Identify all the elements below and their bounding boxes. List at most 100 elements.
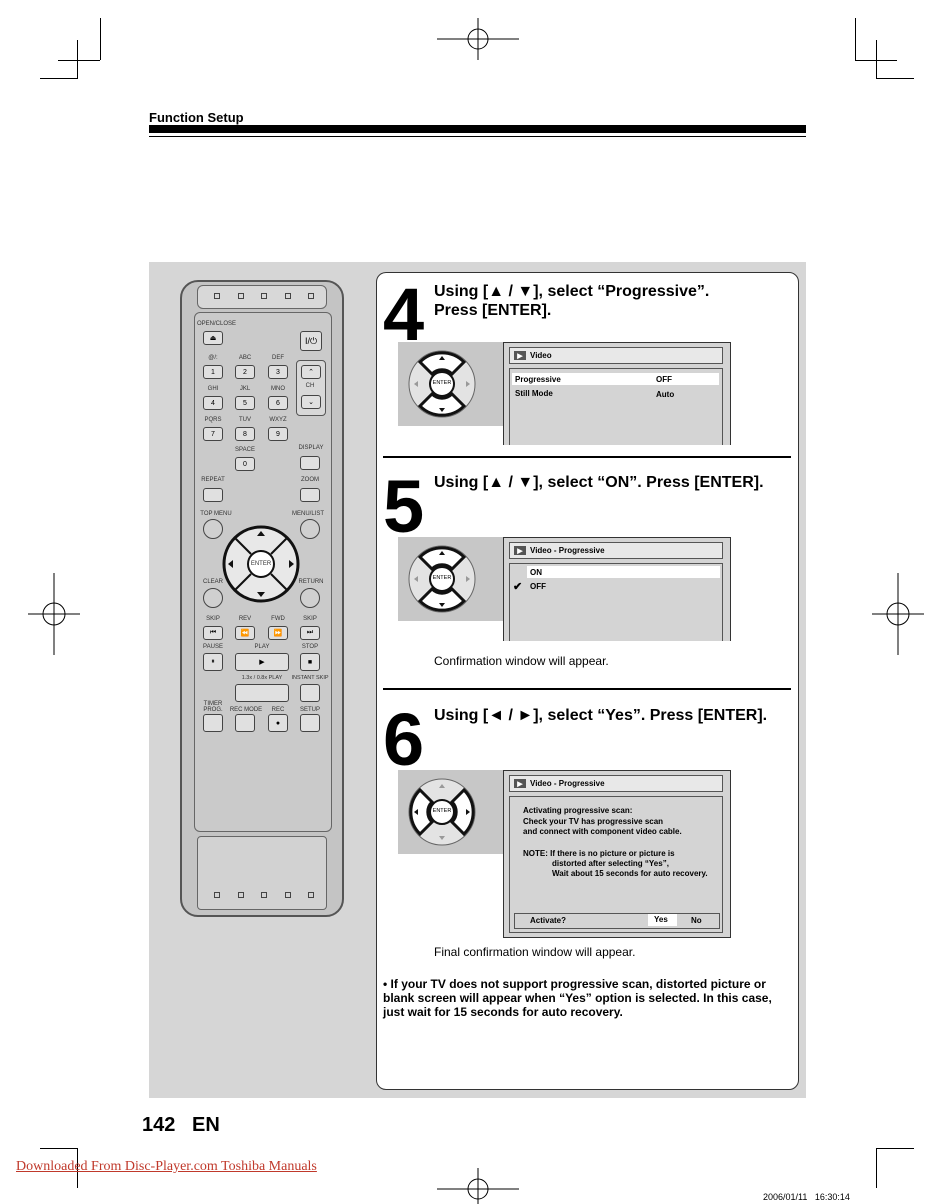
menu-arrow-icon: ▶ <box>514 546 526 555</box>
step-4-instruction-line2: Press [ENTER]. <box>434 302 552 319</box>
option-off: OFF <box>530 582 546 591</box>
space-label: SPACE <box>235 447 255 453</box>
setup-button[interactable] <box>300 714 320 732</box>
step-6-screen-title-bar: ▶ Video - Progressive <box>509 775 723 792</box>
checkmark-icon: ✔ <box>513 581 523 593</box>
open-close-button[interactable]: ⏏ <box>203 331 223 345</box>
download-source-link[interactable]: Downloaded From Disc-Player.com Toshiba … <box>16 1159 317 1174</box>
key-1-label: @/: <box>208 355 218 361</box>
step-5-highlight-row <box>527 566 720 578</box>
dialog-message-3: and connect with component video cable. <box>523 827 682 836</box>
key-3[interactable]: 3 <box>268 365 288 379</box>
key-4[interactable]: 4 <box>203 396 223 410</box>
step-4-screen-title: Video <box>530 351 552 360</box>
play-label: PLAY <box>254 644 270 650</box>
key-4-label: GHI <box>207 386 219 392</box>
key-8[interactable]: 8 <box>235 427 255 441</box>
step-4-screen-title-bar: ▶ Video <box>509 347 723 364</box>
instant-skip-button[interactable] <box>300 684 320 702</box>
page-number: 142 EN <box>142 1114 220 1136</box>
zoom-label: ZOOM <box>301 477 319 483</box>
registration-mark-top <box>437 18 519 60</box>
repeat-button[interactable] <box>203 488 223 502</box>
channel-label: CH <box>305 383 315 389</box>
step-4-instruction-line1: Using [▲ / ▼], select “Progressive”. <box>434 283 710 300</box>
remote-dpad[interactable] <box>222 525 300 603</box>
menu-list-button[interactable] <box>300 519 320 539</box>
repeat-label: REPEAT <box>201 477 225 483</box>
timer-prog-button[interactable] <box>203 714 223 732</box>
rec-mode-button[interactable] <box>235 714 255 732</box>
option-on: ON <box>530 568 542 577</box>
rec-mode-label: REC MODE <box>229 707 263 713</box>
rev-button[interactable]: ⏪ <box>235 626 255 640</box>
speed-play-label: 1.3x / 0.8x PLAY <box>241 675 283 681</box>
step-6-dialog-body <box>509 796 723 933</box>
remote-top-strip <box>197 285 327 309</box>
stop-button[interactable]: ■ <box>300 653 320 671</box>
dialog-message-1: Activating progressive scan: <box>523 806 633 815</box>
key-7[interactable]: 7 <box>203 427 223 441</box>
step-5-caption: Confirmation window will appear. <box>434 654 609 668</box>
still-mode-value: Auto <box>656 390 675 399</box>
speed-play-button[interactable] <box>235 684 289 702</box>
stop-label: STOP <box>301 644 319 650</box>
pause-button[interactable]: ⏸ <box>203 653 223 671</box>
key-2[interactable]: 2 <box>235 365 255 379</box>
rec-label: REC <box>271 707 285 713</box>
progressive-note: • If your TV does not support progressiv… <box>383 977 772 1019</box>
setup-label: SETUP <box>299 707 320 713</box>
play-button[interactable]: ▶ <box>235 653 289 671</box>
yes-label: Yes <box>654 915 668 924</box>
top-menu-label: TOP MENU <box>200 511 232 517</box>
skip-back-label: SKIP <box>206 616 220 622</box>
timer-prog-label: TIMER PROG. <box>203 701 223 713</box>
key-8-label: TUV <box>239 417 251 423</box>
open-close-label: OPEN/CLOSE <box>197 321 237 327</box>
clear-label: CLEAR <box>202 579 223 585</box>
no-button[interactable]: No <box>691 916 702 925</box>
rec-button[interactable]: ● <box>268 714 288 732</box>
key-1[interactable]: 1 <box>203 365 223 379</box>
step-divider-1 <box>383 456 791 458</box>
remote-bottom-dots <box>214 892 314 900</box>
step-5-number: 5 <box>383 465 425 548</box>
zoom-button[interactable] <box>300 488 320 502</box>
channel-up-button[interactable]: ⌃ <box>301 365 321 379</box>
yes-button[interactable] <box>648 914 677 926</box>
dialog-message-2: Check your TV has progressive scan <box>523 817 664 826</box>
rev-label: REV <box>238 616 252 622</box>
fwd-label: FWD <box>271 616 285 622</box>
menu-list-label: MENU/LIST <box>291 511 324 517</box>
return-button[interactable] <box>300 588 320 608</box>
instant-skip-label: INSTANT SKIP <box>291 675 329 681</box>
top-menu-button[interactable] <box>203 519 223 539</box>
display-button[interactable] <box>300 456 320 470</box>
skip-back-button[interactable]: ⏮ <box>203 626 223 640</box>
step-4-dpad <box>408 350 476 418</box>
progressive-value: OFF <box>656 375 672 384</box>
key-6[interactable]: 6 <box>268 396 288 410</box>
channel-down-button[interactable]: ⌄ <box>301 395 321 409</box>
print-timestamp: 2006/01/11 16:30:14 <box>763 1192 850 1202</box>
key-5[interactable]: 5 <box>235 396 255 410</box>
step-5-screen-title-bar: ▶ Video - Progressive <box>509 542 723 559</box>
header-rule-thick <box>149 125 806 133</box>
fwd-button[interactable]: ⏩ <box>268 626 288 640</box>
key-0[interactable]: 0 <box>235 457 255 471</box>
key-9-label: WXYZ <box>269 417 287 423</box>
step-4-number: 4 <box>383 273 425 356</box>
registration-mark-left <box>28 573 80 655</box>
key-2-label: ABC <box>238 355 252 361</box>
key-5-label: JKL <box>239 386 251 392</box>
remote-enter-label: ENTER <box>250 561 272 567</box>
clear-button[interactable] <box>203 588 223 608</box>
skip-forward-button[interactable]: ⏭ <box>300 626 320 640</box>
menu-arrow-icon: ▶ <box>514 779 526 788</box>
dialog-note-1: NOTE: If there is no picture or picture … <box>523 849 675 858</box>
key-9[interactable]: 9 <box>268 427 288 441</box>
return-label: RETURN <box>298 579 324 585</box>
step-5-screen-title: Video - Progressive <box>530 546 605 555</box>
power-button[interactable]: I/⏻ <box>300 331 322 351</box>
pause-label: PAUSE <box>203 644 223 650</box>
